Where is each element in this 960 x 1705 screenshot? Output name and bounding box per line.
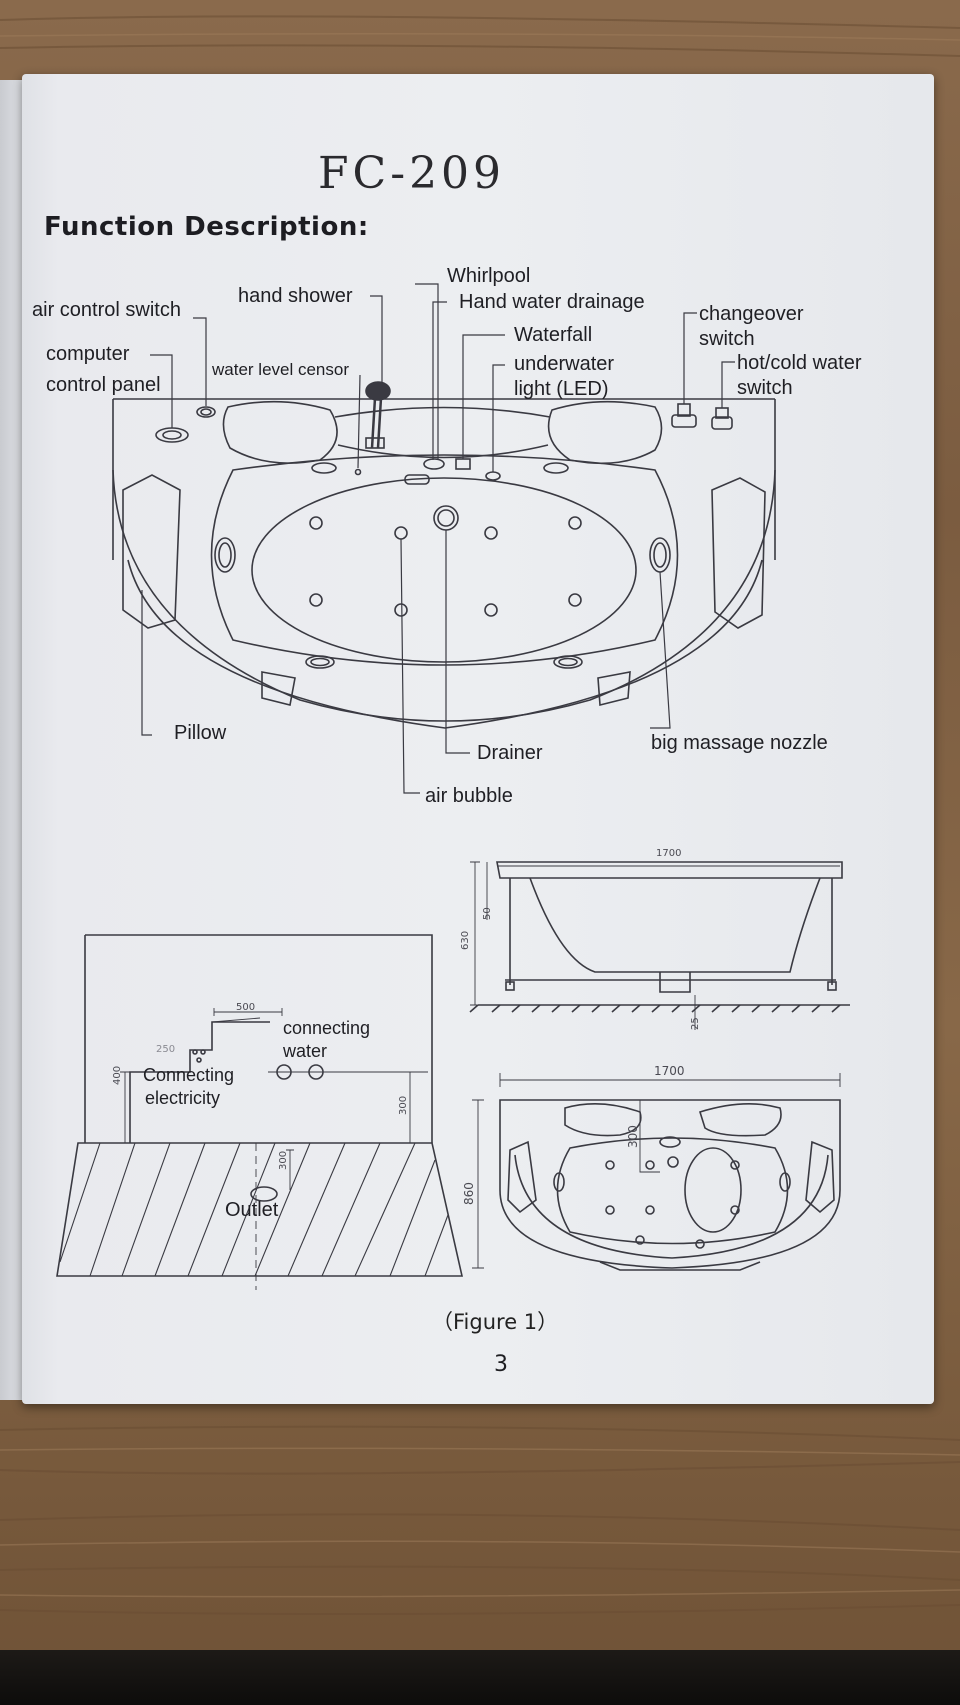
model-title: FC-209 [318,148,506,199]
label-hand-shower: hand shower [238,285,353,307]
label-pillow: Pillow [174,722,227,744]
dim-rim: 50 [482,907,493,920]
label-computer: computer [46,343,130,365]
label-connecting-electricity-2: electricity [145,1088,221,1108]
label-control-panel: control panel [46,374,161,396]
label-connecting-electricity-1: Connecting [143,1065,235,1085]
dim-install-250: 250 [156,1044,176,1055]
label-whirlpool: Whirlpool [447,265,531,287]
label-changeover-switch: switch [699,328,755,350]
installation-drawing [56,934,464,1290]
tub-small-top-view [472,1073,841,1271]
figure-caption: （Figure 1） [432,1310,559,1334]
dim-top-length: 1700 [654,1064,685,1078]
section-heading: Function Description: [44,212,369,242]
label-drainer: Drainer [477,742,543,764]
dim-feet: 25 [690,1017,701,1030]
label-hand-water-drainage: Hand water drainage [459,291,645,313]
label-hot-cold-water: hot/cold water [737,352,862,374]
page-number: 3 [494,1352,508,1377]
dim-install-300-right: 300 [398,1095,409,1115]
dim-top-width: 860 [462,1182,476,1205]
label-waterfall: Waterfall [514,324,593,346]
label-air-bubble: air bubble [425,785,513,807]
previous-page-edge [0,80,26,1400]
label-outlet: Outlet [225,1199,279,1221]
label-air-control-switch: air control switch [32,299,181,321]
dim-install-500: 500 [236,1002,256,1013]
dim-install-400: 400 [112,1065,123,1085]
dim-install-300-outlet: 300 [278,1150,289,1170]
dim-side-length: 1700 [656,848,682,859]
label-light-led: light (LED) [514,378,609,400]
leader-lines [141,283,735,794]
label-big-massage-nozzle: big massage nozzle [651,732,828,754]
dim-side-height: 630 [460,930,471,950]
tub-side-view [469,861,850,1030]
tub-top-view [112,381,776,729]
label-connecting-water-2: water [283,1041,328,1061]
label-underwater: underwater [514,353,615,375]
dark-floor-strip [0,1650,960,1705]
label-hot-cold-switch: switch [737,377,793,399]
label-water-level-censor: water level censor [212,360,350,379]
label-connecting-water-1: connecting [283,1018,371,1038]
label-changeover: changeover [699,303,804,325]
dim-top-inner: 300 [626,1125,640,1148]
